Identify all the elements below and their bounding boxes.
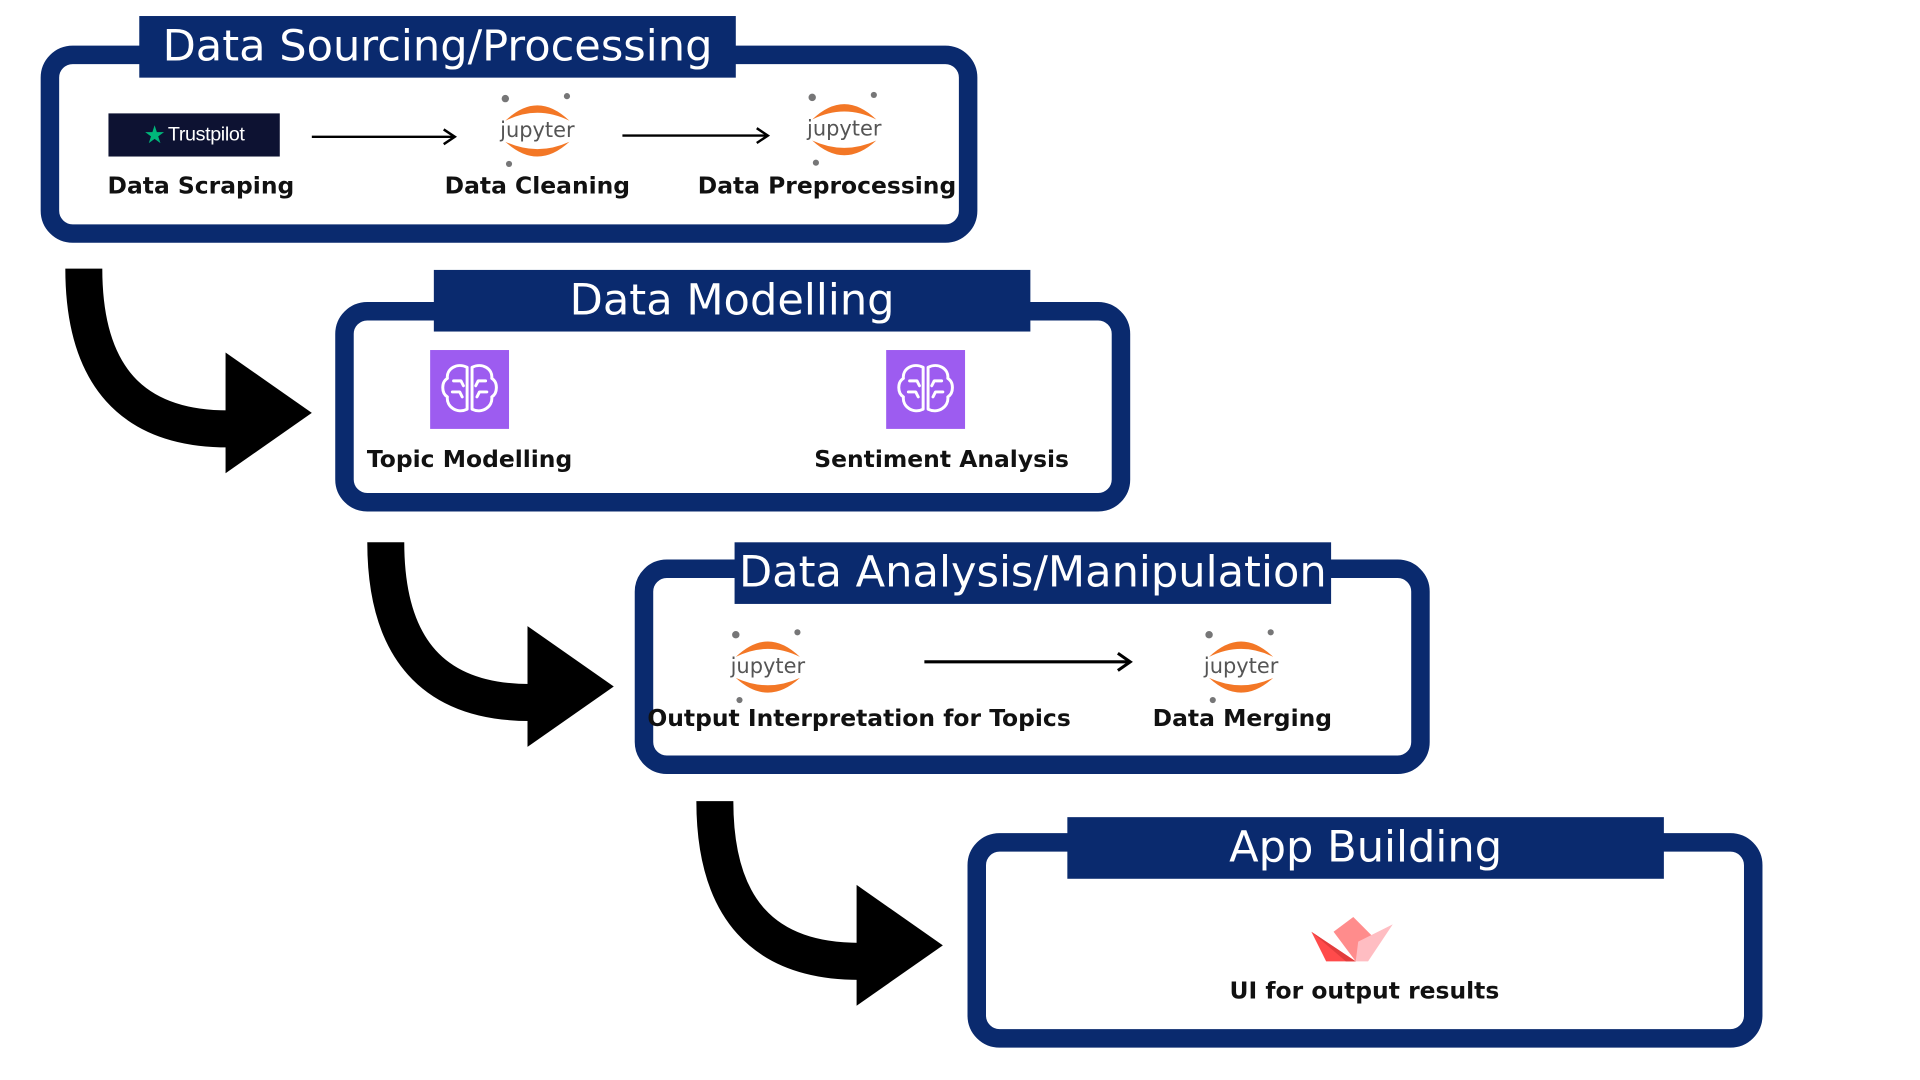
streamlit-logo bbox=[1311, 916, 1393, 962]
jupyter-logo: jupyter bbox=[730, 629, 806, 704]
step-label-sentiment-analysis: Sentiment Analysis bbox=[814, 446, 1070, 474]
jupyter-logo-text: jupyter bbox=[730, 654, 806, 678]
stage-title-app-building: App Building bbox=[1067, 817, 1664, 879]
jupyter-logo: jupyter bbox=[1203, 629, 1279, 704]
trustpilot-star-icon: ★ bbox=[143, 122, 166, 150]
step-label-topic-modelling: Topic Modelling bbox=[366, 446, 573, 474]
stage-title-data-sourcing: Data Sourcing/Processing bbox=[139, 16, 736, 78]
step-label-data-preprocessing: Data Preprocessing bbox=[697, 172, 957, 200]
arrow-right-icon bbox=[924, 651, 1133, 672]
trustpilot-logo: ★ Trustpilot bbox=[108, 113, 280, 157]
arrow-right-icon bbox=[311, 128, 458, 146]
arrow-right-icon bbox=[622, 127, 771, 144]
flow-arrow-icon bbox=[65, 268, 312, 474]
step-label-output-interpretation: Output Interpretation for Topics bbox=[647, 704, 1071, 733]
jupyter-logo: jupyter bbox=[806, 91, 882, 166]
stage-title-data-modelling: Data Modelling bbox=[433, 269, 1031, 332]
step-label-data-cleaning: Data Cleaning bbox=[444, 172, 631, 200]
stage-title-data-analysis: Data Analysis/Manipulation bbox=[734, 542, 1332, 604]
jupyter-logo-text: jupyter bbox=[499, 118, 575, 142]
flow-arrow-icon bbox=[367, 542, 614, 747]
jupyter-logo-text: jupyter bbox=[806, 117, 882, 141]
trustpilot-logo-text: Trustpilot bbox=[167, 123, 245, 145]
step-label-ui-output: UI for output results bbox=[1229, 977, 1500, 1005]
flow-arrow-icon bbox=[696, 800, 943, 1006]
jupyter-logo: jupyter bbox=[499, 93, 575, 168]
step-label-data-scraping: Data Scraping bbox=[107, 172, 295, 200]
brain-icon bbox=[886, 350, 966, 429]
jupyter-logo-text: jupyter bbox=[1203, 654, 1279, 678]
step-label-data-merging: Data Merging bbox=[1152, 704, 1333, 733]
brain-icon bbox=[430, 350, 510, 429]
